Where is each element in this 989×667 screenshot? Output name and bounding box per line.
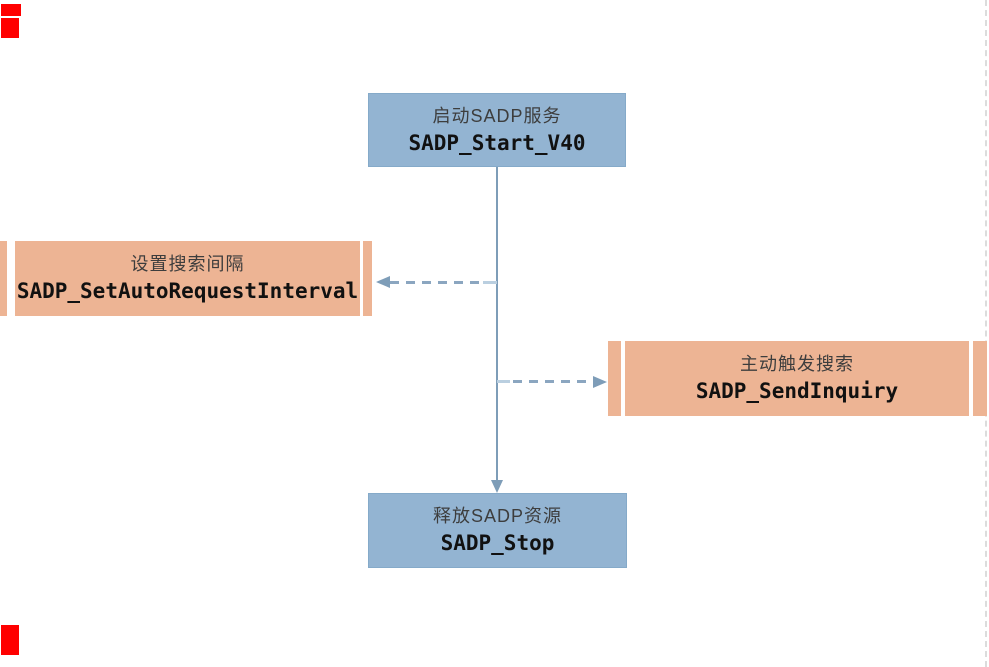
node-api-name: SADP_Stop [440, 531, 555, 555]
predefined-shape-bar [363, 241, 372, 316]
dashed-connector-right [497, 380, 593, 383]
node-title: 释放SADP资源 [432, 506, 563, 526]
node-api-name: SADP_SendInquiry [695, 379, 899, 403]
slide-boundary-guide [985, 0, 987, 667]
annotation-marker-top-2 [1, 18, 19, 38]
dashed-connector-left [390, 281, 497, 284]
node-title: 启动SADP服务 [432, 105, 562, 126]
node-send-inquiry: 主动触发搜索 SADP_SendInquiry [625, 341, 969, 416]
node-sadp-stop: 释放SADP资源 SADP_Stop [368, 493, 627, 568]
annotation-marker-bottom [1, 625, 19, 655]
node-set-auto-request-interval: 设置搜索间隔 SADP_SetAutoRequestInterval [15, 241, 360, 316]
predefined-shape-bar [608, 341, 621, 416]
node-api-name: SADP_SetAutoRequestInterval [16, 279, 359, 303]
node-title: 设置搜索间隔 [130, 254, 245, 274]
predefined-shape-bar [0, 241, 7, 316]
annotation-marker-top-1 [1, 4, 21, 16]
dashed-connector-right-junction [497, 380, 510, 383]
arrowhead-down-icon [491, 480, 503, 493]
predefined-shape-bar [973, 341, 987, 416]
arrowhead-left-icon [376, 276, 390, 288]
dashed-connector-left-junction [483, 281, 497, 284]
node-title: 主动触发搜索 [740, 354, 854, 374]
node-api-name: SADP_Start_V40 [408, 130, 586, 155]
node-sadp-start: 启动SADP服务 SADP_Start_V40 [368, 93, 626, 167]
arrowhead-right-icon [593, 376, 607, 388]
main-flow-connector [496, 167, 498, 481]
